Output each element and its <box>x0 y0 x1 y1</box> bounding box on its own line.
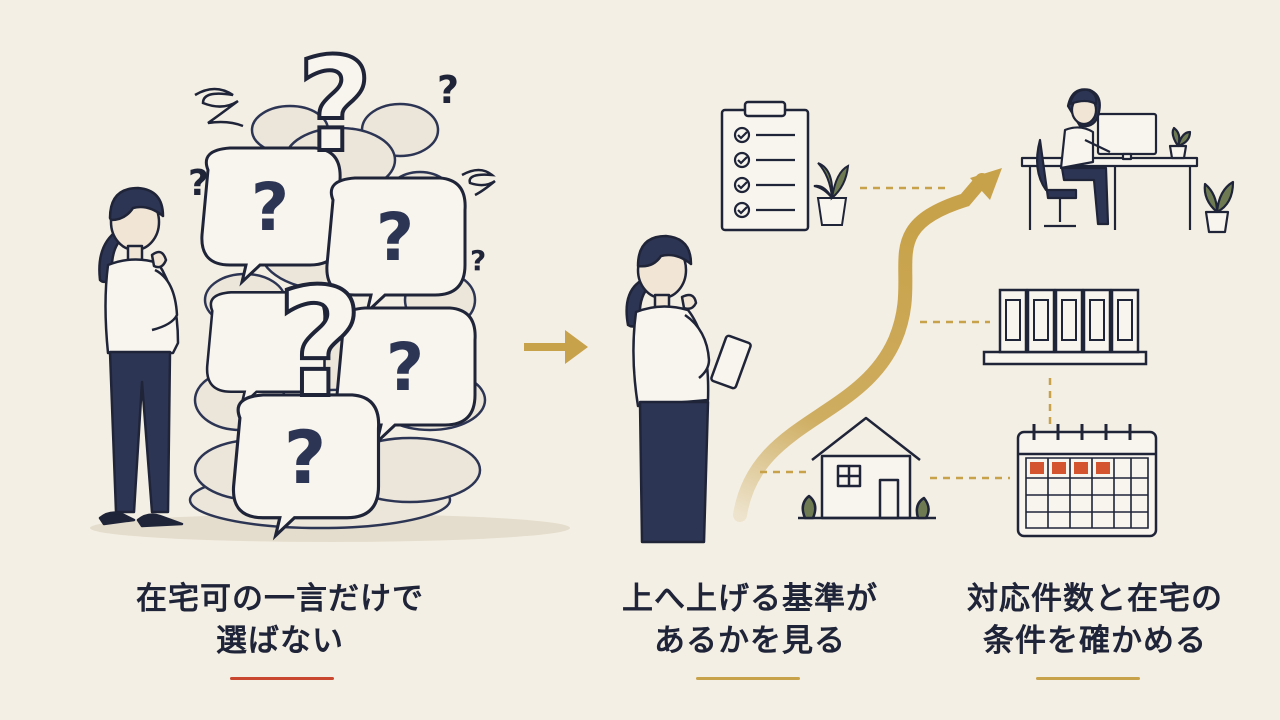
right-panel <box>625 88 1235 544</box>
caption-right-underline <box>1036 677 1140 680</box>
plant-icon <box>813 162 850 226</box>
caption-left-line2: 選ばない <box>216 623 344 659</box>
caption-middle-line2: あるかを見る <box>654 623 846 659</box>
caption-left-line1: 在宅可の一言だけで <box>136 581 424 617</box>
binders-icon <box>982 288 1148 366</box>
caption-right: 対応件数と在宅の 条件を確かめる <box>935 578 1255 662</box>
caption-left-underline <box>230 677 334 680</box>
question-bubble: ? <box>325 176 467 314</box>
question-mark-icon: ? <box>251 169 289 246</box>
question-mark-icon: ? <box>276 257 363 431</box>
question-mark-icon: ? <box>284 416 327 501</box>
question-mark-icon: ? <box>386 329 424 406</box>
checklist-icon <box>720 100 810 232</box>
dashed-connector <box>760 186 1052 480</box>
question-mark-icon: ? <box>437 68 459 112</box>
caption-middle: 上へ上げる基準が あるかを見る <box>590 578 910 662</box>
caption-left: 在宅可の一言だけで 選ばない <box>110 578 450 662</box>
question-mark-icon: ? <box>297 29 372 181</box>
desk-worker-icon <box>1020 88 1235 234</box>
question-bubble: ? <box>200 146 342 284</box>
house-icon <box>798 416 936 520</box>
calendar-icon <box>1016 424 1158 538</box>
question-mark-icon: ? <box>188 163 209 204</box>
rising-path <box>733 173 989 522</box>
thinking-woman-figure <box>98 186 184 528</box>
arrow-right-icon <box>524 330 588 364</box>
question-mark-icon: ? <box>376 199 414 276</box>
scribble-icon <box>194 87 496 197</box>
caption-middle-line1: 上へ上げる基準が <box>622 581 878 617</box>
question-mark-icon: ? <box>470 244 486 277</box>
woman-with-tablet-figure <box>625 234 752 544</box>
left-panel: ? ? ? ? ? ? ? ? ? <box>90 27 570 542</box>
caption-middle-underline <box>696 677 800 680</box>
question-bubble: ? <box>231 393 381 538</box>
caption-right-line2: 条件を確かめる <box>983 623 1207 659</box>
question-bubble: ? <box>335 306 477 444</box>
caption-right-line1: 対応件数と在宅の <box>967 581 1223 617</box>
